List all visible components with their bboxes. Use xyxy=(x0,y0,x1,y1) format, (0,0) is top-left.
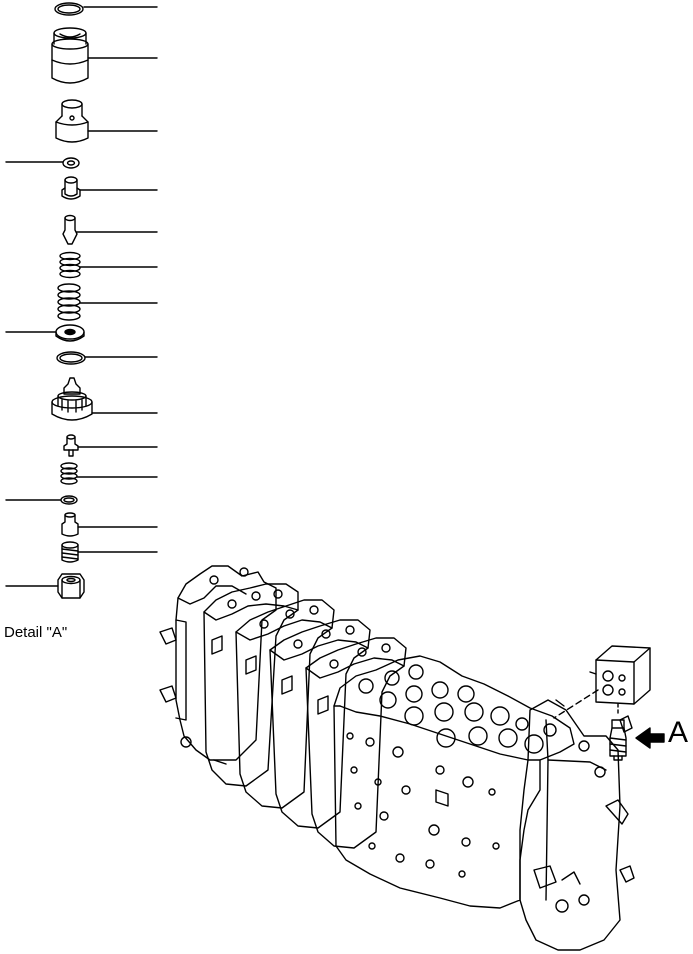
part-valve-cap xyxy=(51,27,89,84)
exploded-parts-stack xyxy=(5,2,158,599)
part-o-ring-middle xyxy=(56,351,86,365)
relief-valve-a xyxy=(609,719,627,761)
valve-section-3 xyxy=(269,619,371,829)
callout-letter-a: A xyxy=(668,716,689,749)
part-small-pin xyxy=(63,434,79,457)
part-o-ring-top xyxy=(54,2,84,16)
valve-section-4 xyxy=(305,637,407,849)
part-seat-washer xyxy=(55,324,85,342)
part-lower-poppet xyxy=(61,512,79,537)
valve-section-1 xyxy=(203,583,299,787)
detail-label: Detail "A" xyxy=(4,624,68,641)
detached-manifold-block xyxy=(589,645,651,705)
valve-main-block xyxy=(333,655,575,909)
part-hex-plug xyxy=(51,377,93,421)
part-piston-sleeve xyxy=(55,99,89,143)
part-adjusting-screw xyxy=(61,541,79,563)
valve-end-plate-left xyxy=(159,565,277,761)
part-small-spring xyxy=(60,462,78,485)
part-spring-lower xyxy=(57,283,81,321)
part-small-washer xyxy=(62,157,80,169)
part-tiny-o-ring xyxy=(60,495,78,505)
arrow-icon xyxy=(635,727,665,749)
valve-section-2 xyxy=(235,599,335,809)
part-spring-upper xyxy=(59,251,81,279)
part-small-poppet xyxy=(61,176,81,200)
valve-end-plate-right xyxy=(519,699,635,951)
control-valve-assembly xyxy=(159,565,635,951)
leader-dashed xyxy=(553,689,599,719)
part-needle-pin xyxy=(62,214,78,245)
part-lock-nut xyxy=(57,573,85,599)
